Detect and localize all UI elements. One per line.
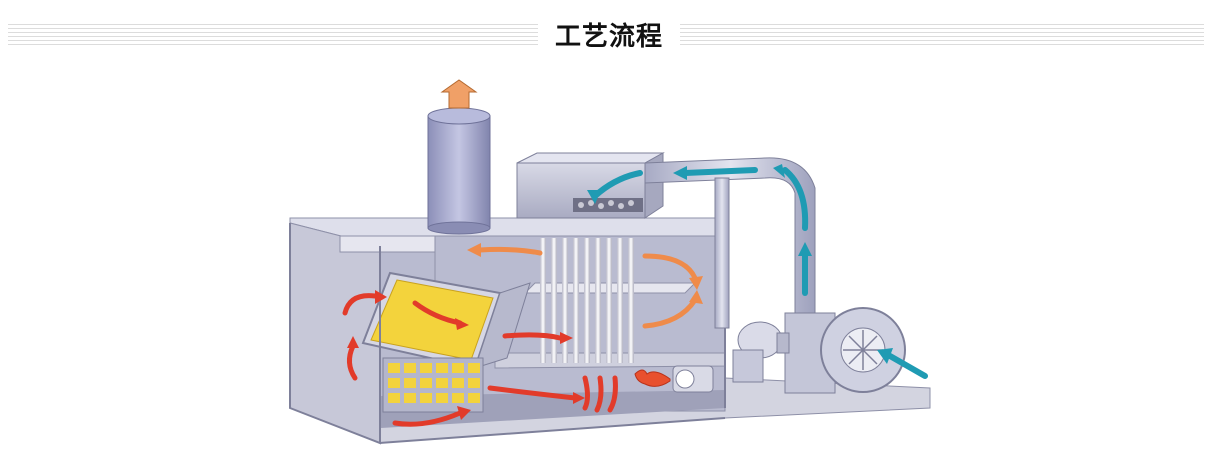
exhaust-arrow-icon [442,80,476,108]
title-decoration-left [8,24,538,46]
burner-grid [383,358,483,412]
section-title-bar: 工艺流程 [0,14,1210,54]
chimney [428,108,490,234]
inlet-box [517,153,663,218]
section-title: 工艺流程 [540,16,678,53]
process-flow-diagram [285,78,935,448]
hood [340,236,435,252]
title-decoration-right [680,24,1204,46]
fan-motor [733,322,789,382]
heat-exchanger-tubes [540,238,634,363]
